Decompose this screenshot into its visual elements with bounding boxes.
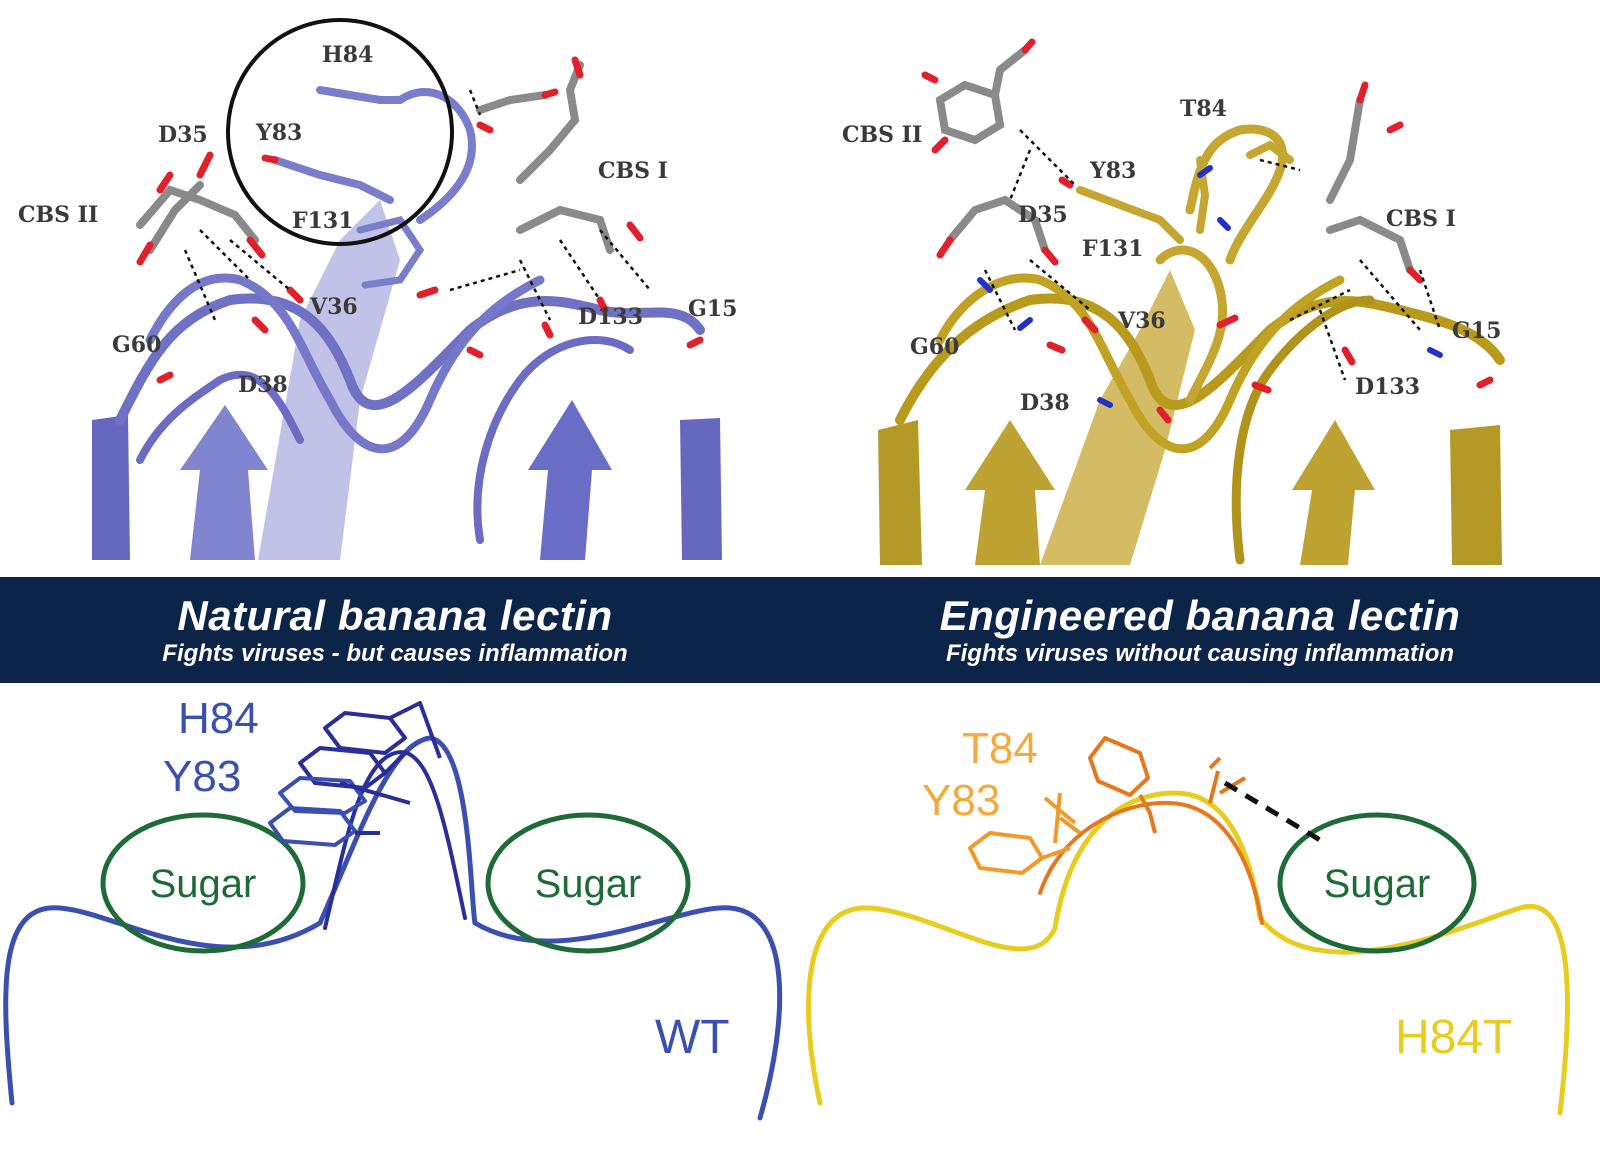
wt-label-y83: Y83 — [255, 120, 302, 146]
wt-side-chains — [136, 61, 614, 289]
wt-oxygen-atoms — [136, 56, 704, 384]
h84t-side-chain-rings — [968, 736, 1247, 875]
h84t-structure-panel: T84 Y83 D35 CBS II CBS I F131 V36 D133 G… — [842, 38, 1505, 565]
wt-protein-ribbon — [92, 87, 722, 560]
wt-schematic: Sugar Sugar H84 Y83 WT — [3, 694, 783, 1121]
h84t-label-g15: G15 — [1452, 318, 1501, 344]
h84t-label-g60: G60 — [910, 334, 959, 360]
wt-label-v36: V36 — [309, 294, 358, 320]
h84t-label-y83: Y83 — [1089, 158, 1136, 184]
wt-highlight-circle — [226, 18, 454, 246]
h84t-label-t84: T84 — [1180, 96, 1227, 122]
h84t-label-d38: D38 — [1020, 390, 1070, 416]
wt-label-d38: D38 — [238, 372, 288, 398]
h84t-y83-label: Y83 — [922, 776, 1000, 825]
h84t-hydrogen-bond — [1223, 780, 1327, 846]
wt-sugar-left-ellipse — [100, 812, 306, 954]
wt-label-d35: D35 — [158, 122, 208, 148]
h84t-label-cbs2: CBS II — [842, 122, 922, 148]
wt-sugar-right-label: Sugar — [535, 862, 642, 906]
h84t-label-d133: D133 — [1355, 374, 1420, 400]
h84t-hydrogen-bonds — [983, 129, 1442, 381]
h84t-schematic: Sugar T84 Y83 H84T — [805, 724, 1570, 1116]
wt-label-g60: G60 — [112, 332, 161, 358]
wt-backbone — [3, 735, 783, 1121]
wt-label-d133: D133 — [578, 304, 643, 330]
engineered-lectin-subtitle: Fights viruses without causing inflammat… — [945, 640, 1455, 667]
wt-label-cbs2: CBS II — [18, 202, 98, 228]
wt-structure-panel: H84 Y83 D35 CBS II CBS I F131 V36 D133 G… — [18, 18, 737, 560]
natural-lectin-title: Natural banana lectin — [177, 592, 613, 639]
wt-sugar-left-label: Sugar — [150, 862, 257, 906]
h84t-t84-label: T84 — [962, 724, 1038, 773]
h84t-protein-ribbon — [878, 124, 1505, 565]
h84t-nitrogen-atoms — [977, 165, 1443, 408]
wt-label-h84: H84 — [322, 42, 373, 68]
natural-lectin-subtitle: Fights viruses - but causes inflammation — [162, 640, 628, 667]
banner-right: Engineered banana lectin Fights viruses … — [800, 577, 1600, 683]
wt-hydrogen-bonds — [183, 89, 651, 321]
h84t-backbone-loop — [1038, 800, 1264, 925]
wt-h84-label: H84 — [178, 694, 259, 743]
h84t-backbone — [805, 790, 1570, 1116]
wt-sugar-right-ellipse — [485, 812, 691, 954]
wt-label-cbs1: CBS I — [598, 158, 668, 184]
h84t-sugar-label: Sugar — [1324, 862, 1431, 906]
h84t-oxygen-atoms — [921, 38, 1494, 424]
h84t-label-cbs1: CBS I — [1386, 206, 1456, 232]
wt-side-chain-rings — [268, 701, 442, 847]
wt-y83-label: Y83 — [163, 752, 241, 801]
wt-label-f131: F131 — [292, 208, 354, 234]
h84t-variant-label: H84T — [1395, 1011, 1512, 1064]
banner-left: Natural banana lectin Fights viruses - b… — [0, 577, 790, 683]
wt-variant-label: WT — [655, 1011, 730, 1064]
h84t-label-f131: F131 — [1082, 236, 1144, 262]
wt-backbone-loop — [323, 750, 467, 930]
wt-label-g15: G15 — [688, 296, 737, 322]
h84t-side-chains — [935, 46, 1414, 274]
caption-banner: Natural banana lectin Fights viruses - b… — [0, 577, 1600, 683]
h84t-sugar-ellipse — [1277, 812, 1477, 954]
h84t-label-d35: D35 — [1018, 202, 1068, 228]
h84t-label-v36: V36 — [1117, 308, 1166, 334]
engineered-lectin-title: Engineered banana lectin — [939, 592, 1461, 639]
